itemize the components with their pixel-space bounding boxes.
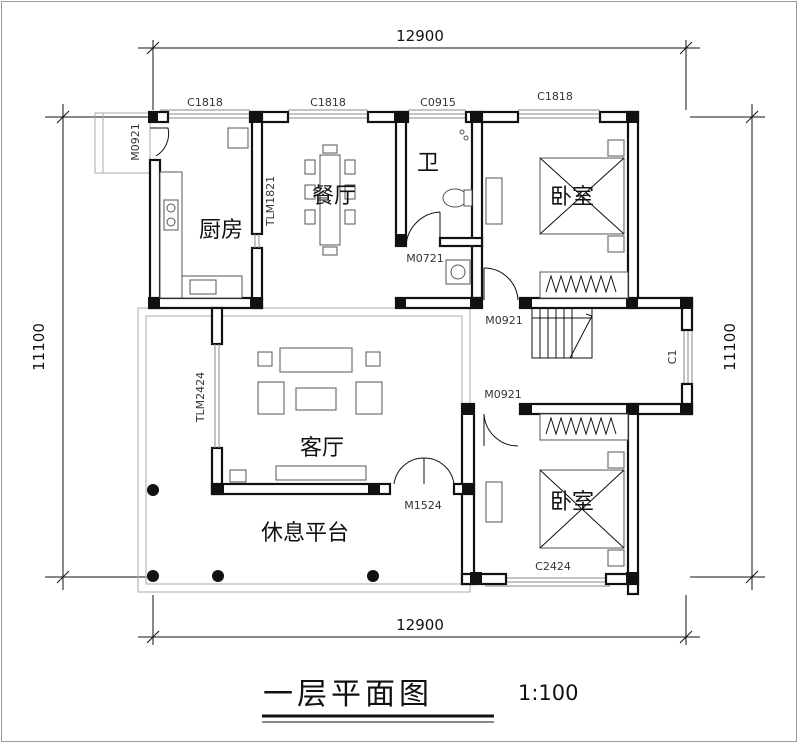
bathroom-fixtures [442, 129, 473, 285]
dimension-top: 12900 [396, 27, 444, 45]
window-code-c1: C1 [666, 350, 679, 365]
room-label-kitchen: 厨房 [199, 218, 243, 243]
window-code-c0915: C0915 [420, 96, 456, 109]
room-label-bathroom: 卫 [417, 151, 439, 176]
room-label-bedroom-top: 卧室 [550, 185, 594, 210]
dimension-lines [45, 40, 765, 645]
door-code-m0721: M0721 [406, 252, 444, 265]
bedroom-top-furniture [485, 139, 629, 299]
room-label-bedroom-bottom: 卧室 [550, 490, 594, 515]
living-room-furniture [229, 347, 383, 483]
window-code-c1818-kitchen: C1818 [187, 96, 223, 109]
window-code-c1818-dining: C1818 [310, 96, 346, 109]
window-code-c1818-bedroom: C1818 [537, 90, 573, 103]
door-code-m0921-stair: M0921 [485, 314, 523, 327]
kitchen-fixtures [159, 127, 249, 299]
room-label-living: 客厅 [300, 436, 344, 461]
bedroom-bottom-furniture [485, 413, 629, 567]
staircase [531, 307, 593, 359]
drawing-title: 一层平面图 [263, 677, 433, 712]
doors [150, 127, 519, 485]
window-code-c2424: C2424 [535, 560, 571, 573]
door-code-tlm1821: TLM1821 [264, 176, 277, 227]
windows-top [160, 109, 693, 587]
room-label-dining: 餐厅 [312, 184, 356, 209]
drawing-scale: 1:100 [518, 681, 579, 705]
dimension-bottom: 12900 [396, 616, 444, 634]
door-code-m0921-kitchen: M0921 [129, 123, 142, 161]
door-code-m0921-bedroom: M0921 [484, 388, 522, 401]
dimension-left: 11100 [30, 323, 48, 371]
structural-posts [147, 111, 692, 584]
dining-table [304, 144, 356, 256]
door-code-m1524: M1524 [404, 499, 442, 512]
dimension-right: 11100 [721, 323, 739, 371]
door-code-tlm2424: TLM2424 [194, 372, 207, 423]
room-label-terrace: 休息平台 [261, 521, 349, 546]
